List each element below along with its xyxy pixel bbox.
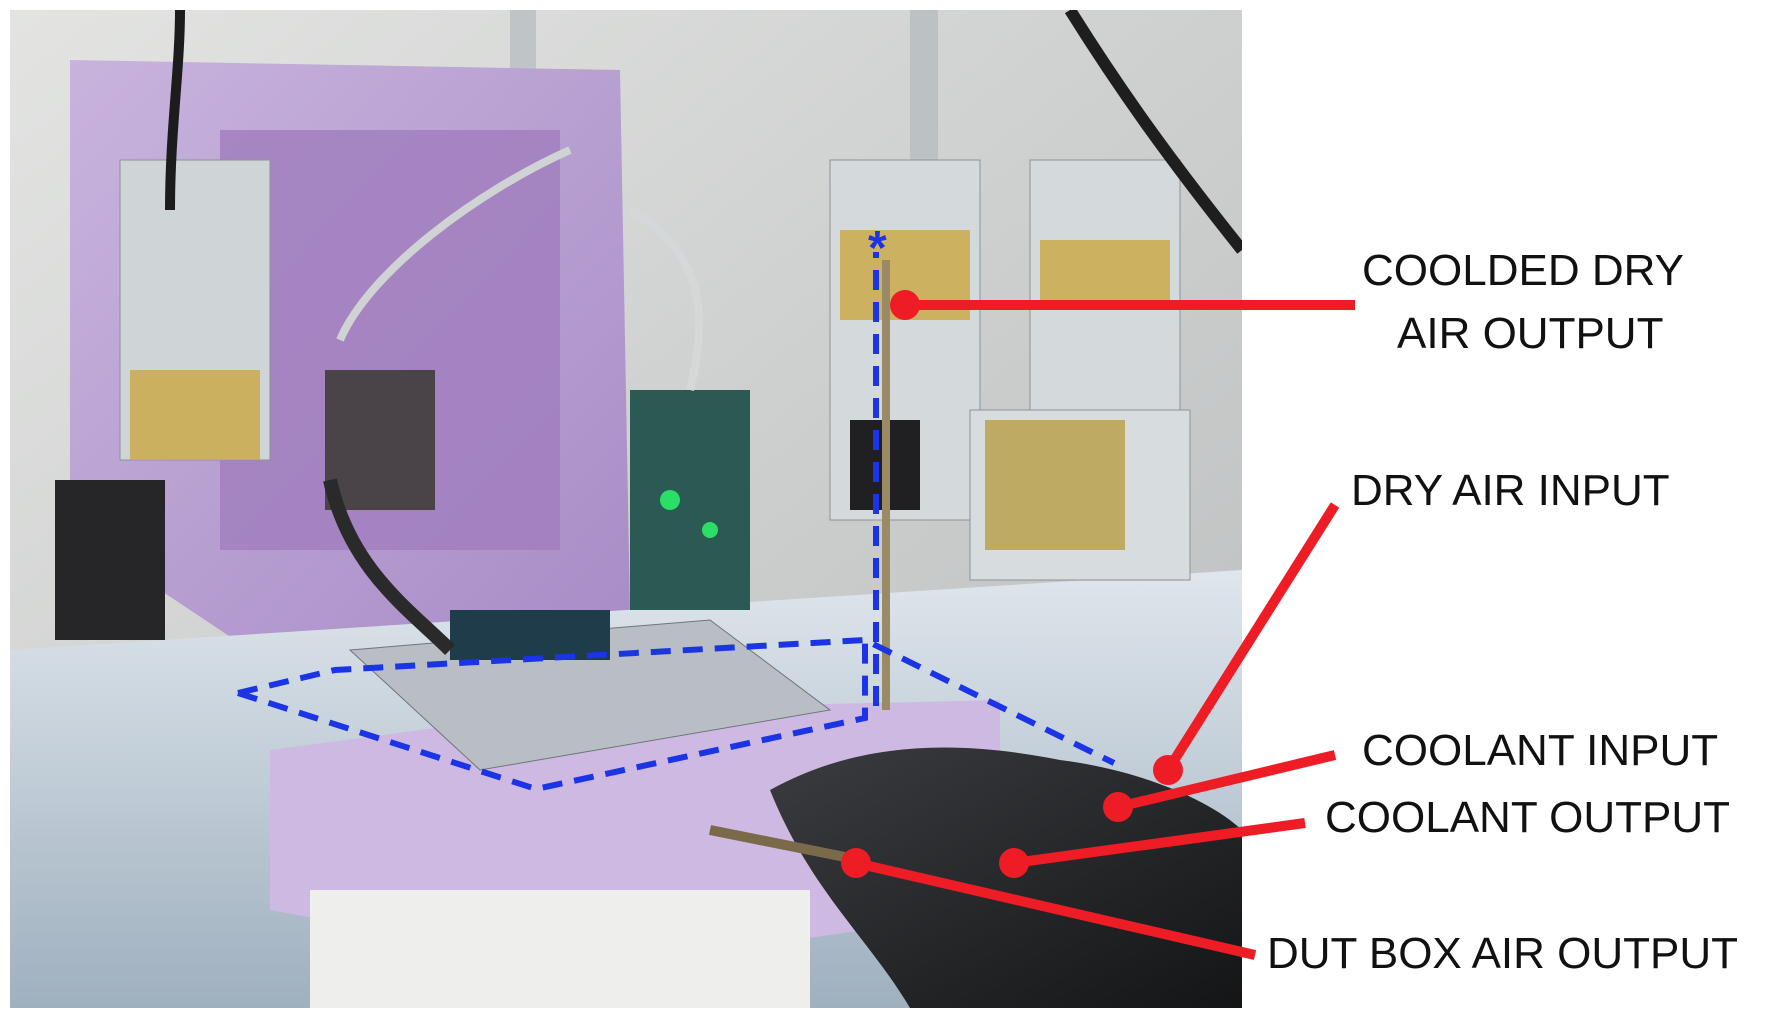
- label-cooled-dry-air-output-line1: COOLDED DRY: [1362, 246, 1684, 295]
- label-cooled-dry-air-output-line2: AIR OUTPUT: [1397, 309, 1664, 358]
- air-pipe: [709, 825, 861, 865]
- kapton-tape-right-3: [985, 420, 1125, 550]
- cart-base: [310, 890, 810, 1008]
- cable-5: [323, 478, 455, 655]
- readout-board: [630, 390, 750, 610]
- label-dut-box-air-output: DUT BOX AIR OUTPUT: [1267, 929, 1739, 978]
- callout-coolant-output: [999, 818, 1306, 878]
- cable-2: [336, 146, 572, 342]
- kapton-tape-right-2: [1040, 240, 1170, 310]
- label-coolant-output: COOLANT OUTPUT: [1325, 793, 1731, 842]
- dut-board: [450, 610, 610, 660]
- callout-dry-air-input: [1153, 502, 1340, 785]
- cable-4: [1064, 10, 1242, 254]
- sensor-left: [55, 480, 165, 640]
- airflow-path-dashed-lower: [237, 640, 868, 793]
- asterisk-marker: *: [868, 222, 887, 275]
- callout-coolant-input: [1103, 750, 1337, 822]
- cable-1: [165, 10, 185, 211]
- label-dry-air-input: DRY AIR INPUT: [1351, 466, 1670, 515]
- callout-cooled-dry-air-output: [890, 290, 1355, 320]
- callout-dut-box-air-output: [841, 848, 1257, 960]
- foam-box-window: [325, 370, 435, 510]
- cable-3: [628, 206, 704, 391]
- setup-photo: [10, 10, 1242, 1008]
- label-coolant-input: COOLANT INPUT: [1362, 726, 1719, 775]
- kapton-tape-left: [130, 370, 260, 460]
- airflow-path-dashed: [237, 636, 1116, 766]
